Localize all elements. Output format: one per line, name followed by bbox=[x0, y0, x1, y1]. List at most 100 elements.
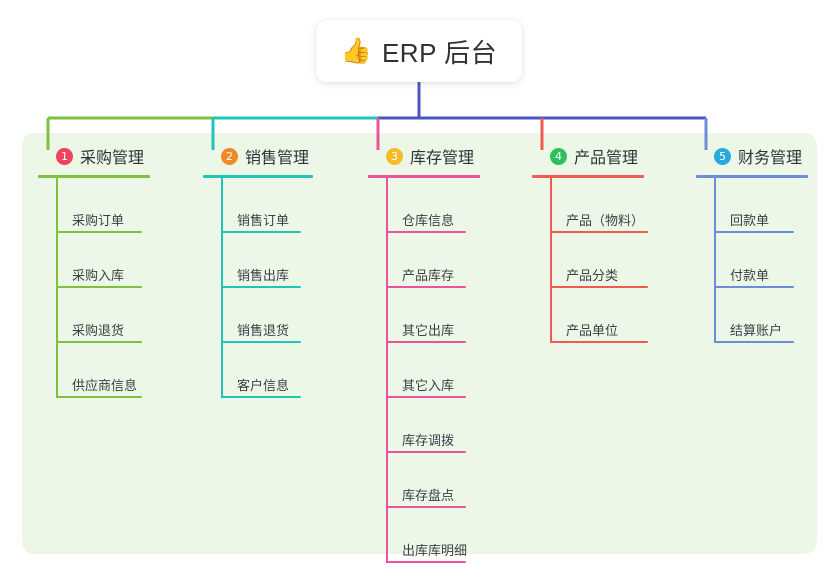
page-title: ERP 后台 bbox=[381, 37, 498, 68]
list-item[interactable]: 库存盘点 bbox=[386, 453, 518, 508]
thumbs-up-icon: 👍 bbox=[340, 36, 372, 65]
list-item-label: 产品（物料） bbox=[566, 213, 645, 228]
list-item-rule bbox=[221, 286, 301, 288]
list-item[interactable]: 供应商信息 bbox=[56, 343, 188, 398]
list-item[interactable]: 其它入库 bbox=[386, 343, 518, 398]
column-items: 产品（物料） 产品分类产品单位 bbox=[532, 178, 682, 343]
column-spine bbox=[386, 178, 388, 563]
list-item[interactable]: 采购入库 bbox=[56, 233, 188, 288]
list-item[interactable]: 仓库信息 bbox=[386, 178, 518, 233]
list-item-rule bbox=[221, 231, 301, 233]
list-item-label: 其它出库 bbox=[402, 323, 455, 338]
column-number-badge: 2 bbox=[221, 147, 238, 165]
list-item-rule bbox=[56, 231, 142, 233]
column-销售管理: 2 销售管理销售订单销售出库销售退货客户信息 bbox=[203, 143, 353, 398]
list-item-rule bbox=[386, 451, 466, 453]
list-item-rule bbox=[56, 286, 142, 288]
list-item-rule bbox=[56, 341, 142, 343]
list-item[interactable]: 产品（物料） bbox=[550, 178, 682, 233]
column-header-rule bbox=[368, 175, 480, 178]
list-item[interactable]: 产品单位 bbox=[550, 288, 682, 343]
list-item[interactable]: 出库库明细 bbox=[386, 508, 518, 563]
list-item-rule bbox=[714, 341, 794, 343]
list-item[interactable]: 回款单 bbox=[714, 178, 839, 233]
column-title: 库存管理 bbox=[410, 150, 475, 167]
list-item[interactable]: 采购订单 bbox=[56, 178, 188, 233]
column-items: 销售订单销售出库销售退货客户信息 bbox=[203, 178, 353, 398]
list-item[interactable]: 结算账户 bbox=[714, 288, 839, 343]
list-item-label: 结算账户 bbox=[730, 323, 783, 338]
content-panel bbox=[22, 133, 817, 554]
list-item-label: 销售订单 bbox=[237, 213, 290, 228]
column-header[interactable]: 3 库存管理 bbox=[368, 143, 518, 169]
column-title: 采购管理 bbox=[80, 150, 145, 167]
column-number-badge: 3 bbox=[386, 147, 403, 165]
column-number-badge: 4 bbox=[550, 147, 567, 165]
column-number-badge: 5 bbox=[714, 147, 731, 165]
column-title: 销售管理 bbox=[245, 150, 310, 167]
list-item-label: 回款单 bbox=[730, 213, 770, 228]
column-header-rule bbox=[696, 175, 808, 178]
list-item-label: 客户信息 bbox=[237, 378, 290, 393]
list-item[interactable]: 其它出库 bbox=[386, 288, 518, 343]
column-header[interactable]: 2 销售管理 bbox=[203, 143, 353, 169]
list-item-label: 供应商信息 bbox=[72, 378, 138, 393]
list-item-rule bbox=[386, 561, 466, 563]
column-header[interactable]: 5 财务管理 bbox=[696, 143, 839, 169]
list-item-rule bbox=[221, 396, 301, 398]
list-item[interactable]: 销售订单 bbox=[221, 178, 353, 233]
list-item-rule bbox=[386, 286, 466, 288]
list-item-label: 付款单 bbox=[730, 268, 770, 283]
list-item[interactable]: 付款单 bbox=[714, 233, 839, 288]
list-item-label: 库存调拨 bbox=[402, 433, 455, 448]
column-spine bbox=[56, 178, 58, 398]
list-item[interactable]: 客户信息 bbox=[221, 343, 353, 398]
list-item-rule bbox=[714, 286, 794, 288]
column-header-rule bbox=[532, 175, 644, 178]
column-spine bbox=[550, 178, 552, 343]
list-item[interactable]: 产品库存 bbox=[386, 233, 518, 288]
list-item-label: 产品库存 bbox=[402, 268, 455, 283]
list-item-rule bbox=[714, 231, 794, 233]
list-item-label: 其它入库 bbox=[402, 378, 455, 393]
list-item-rule bbox=[386, 506, 466, 508]
list-item-rule bbox=[386, 231, 466, 233]
list-item[interactable]: 采购退货 bbox=[56, 288, 188, 343]
column-财务管理: 5 财务管理回款单付款单结算账户 bbox=[696, 143, 839, 343]
column-spine bbox=[714, 178, 716, 343]
list-item-rule bbox=[386, 396, 466, 398]
list-item[interactable]: 库存调拨 bbox=[386, 398, 518, 453]
column-库存管理: 3 库存管理仓库信息产品库存其它出库其它入库库存调拨库存盘点出库库明细 bbox=[368, 143, 518, 563]
list-item-label: 产品分类 bbox=[566, 268, 619, 283]
column-header-rule bbox=[38, 175, 150, 178]
list-item-label: 库存盘点 bbox=[402, 488, 455, 503]
list-item-label: 销售退货 bbox=[237, 323, 290, 338]
column-产品管理: 4 产品管理产品（物料） 产品分类产品单位 bbox=[532, 143, 682, 343]
list-item-rule bbox=[550, 286, 648, 288]
column-title: 财务管理 bbox=[738, 150, 803, 167]
column-title: 产品管理 bbox=[574, 150, 639, 167]
list-item-label: 采购订单 bbox=[72, 213, 125, 228]
column-items: 仓库信息产品库存其它出库其它入库库存调拨库存盘点出库库明细 bbox=[368, 178, 518, 563]
root-title-card[interactable]: 👍 ERP 后台 bbox=[316, 20, 522, 82]
list-item[interactable]: 销售退货 bbox=[221, 288, 353, 343]
list-item-label: 产品单位 bbox=[566, 323, 619, 338]
column-items: 回款单付款单结算账户 bbox=[696, 178, 839, 343]
list-item-label: 采购入库 bbox=[72, 268, 125, 283]
list-item-label: 仓库信息 bbox=[402, 213, 455, 228]
list-item[interactable]: 销售出库 bbox=[221, 233, 353, 288]
list-item-rule bbox=[550, 341, 648, 343]
column-header[interactable]: 4 产品管理 bbox=[532, 143, 682, 169]
column-items: 采购订单采购入库采购退货供应商信息 bbox=[38, 178, 188, 398]
list-item[interactable]: 产品分类 bbox=[550, 233, 682, 288]
list-item-label: 出库库明细 bbox=[402, 543, 468, 558]
column-spine bbox=[221, 178, 223, 398]
column-header-rule bbox=[203, 175, 313, 178]
list-item-label: 采购退货 bbox=[72, 323, 125, 338]
list-item-label: 销售出库 bbox=[237, 268, 290, 283]
list-item-rule bbox=[386, 341, 466, 343]
list-item-rule bbox=[550, 231, 648, 233]
